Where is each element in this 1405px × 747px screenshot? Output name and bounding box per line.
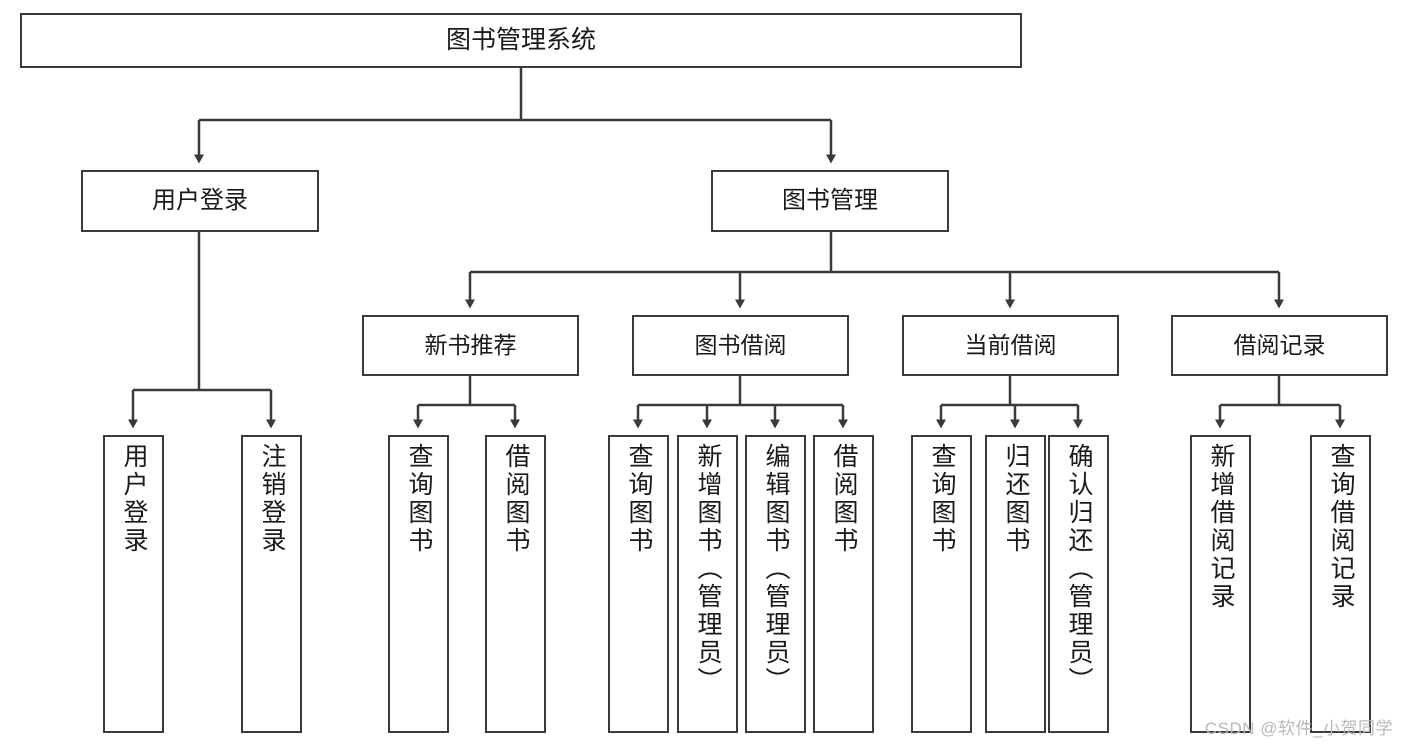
leaf-add-record-label: 新增借阅记录 [1207,443,1235,611]
leaf-query-record[interactable]: 查询借阅记录 [1310,435,1371,733]
leaf-edit-book[interactable]: 编辑图书（管理员） [745,435,806,733]
leaf-user-login[interactable]: 用户登录 [103,435,164,733]
leaf-add-record[interactable]: 新增借阅记录 [1190,435,1251,733]
leaf-query-book-1[interactable]: 查询图书 [388,435,449,733]
leaf-borrow-book-1[interactable]: 借阅图书 [485,435,546,733]
leaf-query-book-2-label: 查询图书 [625,443,653,555]
node-user-login[interactable]: 用户登录 [81,170,319,232]
leaf-return-book-label: 归还图书 [1002,443,1030,555]
node-new-book-recommend-label: 新书推荐 [424,331,517,358]
leaf-borrow-book-2[interactable]: 借阅图书 [813,435,874,733]
leaf-add-book-label: 新增图书（管理员） [694,443,722,695]
leaf-user-logout-label: 注销登录 [258,443,286,555]
node-root[interactable]: 图书管理系统 [20,13,1022,68]
leaf-query-book-1-label: 查询图书 [405,443,433,555]
node-new-book-recommend[interactable]: 新书推荐 [362,315,579,376]
leaf-borrow-book-1-label: 借阅图书 [502,443,530,555]
node-borrow-record-label: 借阅记录 [1233,331,1326,358]
leaf-confirm-return-label: 确认归还（管理员） [1065,443,1093,695]
node-book-manage-label: 图书管理 [782,186,878,214]
leaf-add-book[interactable]: 新增图书（管理员） [677,435,738,733]
node-book-manage[interactable]: 图书管理 [711,170,949,232]
node-current-borrow[interactable]: 当前借阅 [902,315,1119,376]
leaf-query-book-3-label: 查询图书 [928,443,956,555]
node-borrow-record[interactable]: 借阅记录 [1171,315,1388,376]
leaf-query-book-2[interactable]: 查询图书 [608,435,669,733]
leaf-user-logout[interactable]: 注销登录 [241,435,302,733]
node-user-login-label: 用户登录 [152,186,248,214]
leaf-query-book-3[interactable]: 查询图书 [911,435,972,733]
node-root-label: 图书管理系统 [445,25,596,54]
leaf-confirm-return[interactable]: 确认归还（管理员） [1048,435,1109,733]
node-book-borrow-label: 图书借阅 [694,331,787,358]
node-book-borrow[interactable]: 图书借阅 [632,315,849,376]
watermark: CSDN @软件_小贺同学 [1204,719,1393,738]
leaf-return-book[interactable]: 归还图书 [985,435,1046,733]
leaf-borrow-book-2-label: 借阅图书 [830,443,858,555]
leaf-query-record-label: 查询借阅记录 [1327,443,1355,611]
node-current-borrow-label: 当前借阅 [964,331,1057,358]
leaf-edit-book-label: 编辑图书（管理员） [762,443,790,695]
leaf-user-login-label: 用户登录 [120,443,148,555]
